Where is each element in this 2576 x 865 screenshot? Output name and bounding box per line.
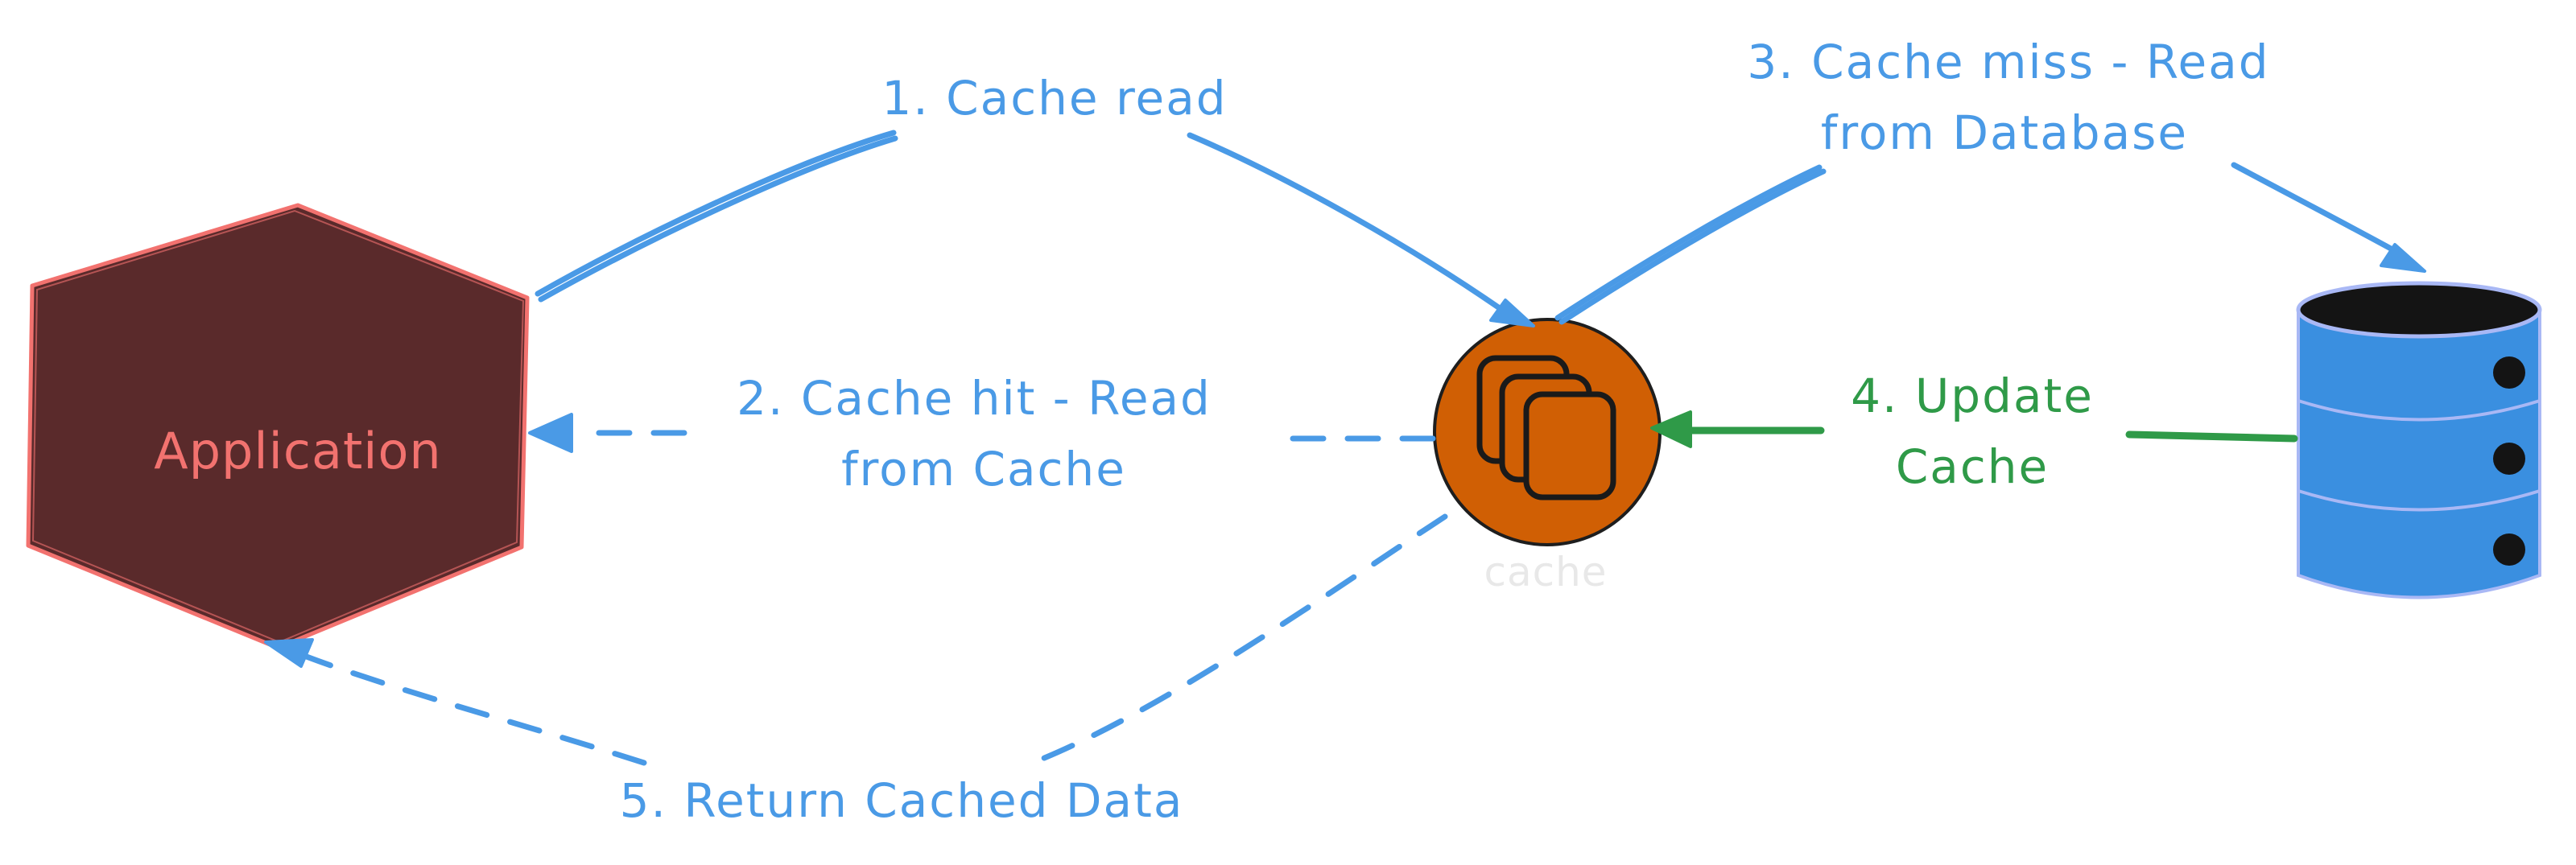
edge-update-cache-label-line2: Cache (1896, 439, 2049, 494)
cache-node[interactable]: cache (1433, 318, 1662, 595)
cache-label: cache (1484, 549, 1607, 595)
application-node[interactable]: Application (26, 203, 530, 650)
database-icon (2296, 281, 2542, 599)
edge-cache-hit-label-line1: 2. Cache hit - Read (737, 371, 1212, 426)
edge-cache-miss-label-line1: 3. Cache miss - Read (1747, 35, 2269, 89)
edge-update-cache-label-line1: 4. Update (1851, 369, 2094, 423)
edge-cache-hit-label-line2: from Cache (841, 442, 1126, 496)
database-node[interactable] (2296, 281, 2542, 599)
edge-update-cache: 4. Update Cache (1650, 369, 2298, 494)
edge-cache-miss: 3. Cache miss - Read from Database (1554, 35, 2426, 325)
edge-cache-read-label: 1. Cache read (881, 71, 1227, 126)
edge-return-cached-label: 5. Return Cached Data (620, 773, 1184, 828)
stacked-cache-icon (1476, 355, 1616, 500)
edge-cache-read: 1. Cache read (535, 71, 1535, 327)
application-label: Application (154, 422, 441, 480)
edge-return-cached: 5. Return Cached Data (264, 513, 1448, 828)
edge-cache-hit: 2. Cache hit - Read from Cache (528, 371, 1436, 496)
edge-cache-miss-label-line2: from Database (1821, 105, 2188, 160)
